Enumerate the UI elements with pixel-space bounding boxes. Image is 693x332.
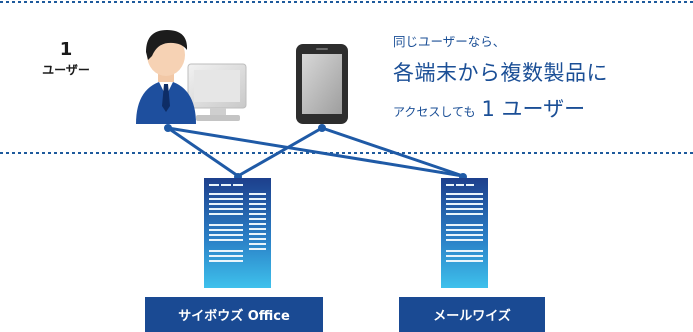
server-icon — [204, 178, 271, 288]
caption-line2: 各端末から複数製品に — [393, 61, 608, 85]
user-count-number: 1 — [59, 39, 73, 60]
caption-line3: アクセスしても 1 ユーザー — [393, 93, 608, 123]
product-label-mailwise: メールワイズ — [399, 297, 545, 332]
user-count: 1 ユーザー — [18, 39, 114, 77]
caption-line1: 同じユーザーなら、 — [393, 34, 506, 49]
smartphone-icon — [296, 44, 348, 124]
connection-lines — [166, 126, 465, 178]
caption-line3-big: 1 ユーザー — [481, 97, 586, 121]
product-label-office: サイボウズ Office — [145, 297, 323, 332]
caption: 同じユーザーなら、 各端末から複数製品に アクセスしても 1 ユーザー — [393, 31, 608, 123]
caption-line3-small: アクセスしても — [393, 105, 476, 119]
user-icon — [136, 30, 196, 124]
user-count-unit: ユーザー — [42, 62, 90, 77]
dashed-frame — [0, 1, 693, 154]
desktop-monitor-icon — [187, 63, 247, 121]
server-icon — [441, 178, 488, 288]
